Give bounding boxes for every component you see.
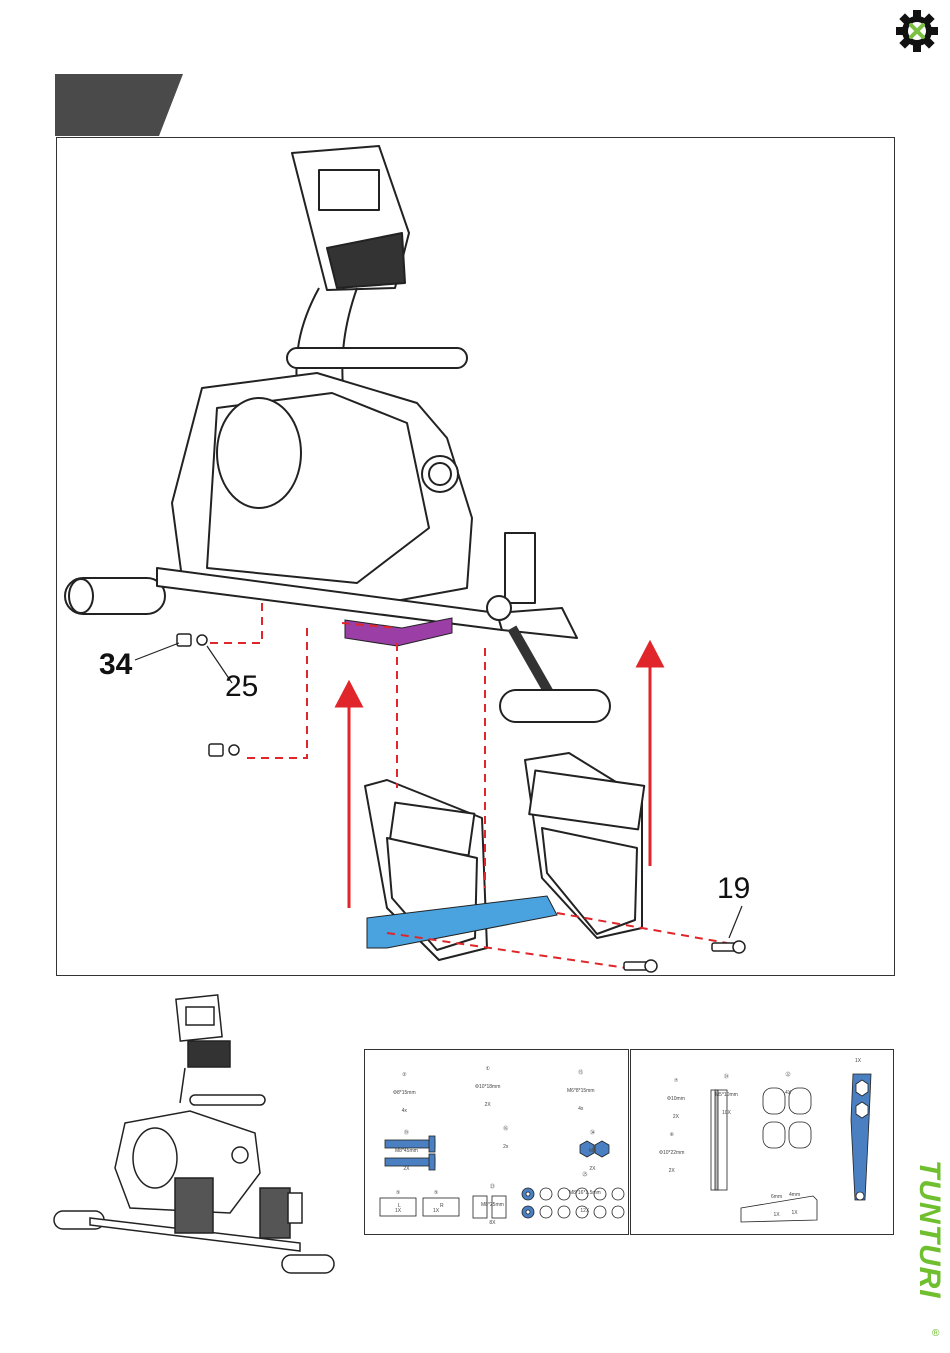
callout-34: 34 xyxy=(99,648,133,681)
hw-item-num: ㉓ xyxy=(489,1184,495,1190)
rear-stabilizer xyxy=(499,689,611,723)
hw-item-qty: 1X xyxy=(433,1208,440,1214)
assembled-rower-thumbnail xyxy=(53,994,335,1274)
hardware-box-left: ② Φ8*15mm 4x ① Φ10*18mm 2X ⑮ M6*8*15mm 4… xyxy=(364,1049,629,1235)
hw-item-size: Φ10*22mm xyxy=(659,1150,685,1156)
hw-item-size: M8*25mm xyxy=(481,1202,504,1208)
hw-item-num: ⑲ xyxy=(403,1130,409,1136)
hw-item-num: ⑦ xyxy=(673,1078,679,1084)
hw-item-qty: 4x xyxy=(401,1108,407,1114)
hw-item-size: Φ10mm xyxy=(667,1096,685,1102)
hw-item-num: ㉒ xyxy=(785,1072,791,1078)
hw-item-qty: 2X xyxy=(484,1102,491,1108)
hw-item-num: ⑥ xyxy=(669,1132,674,1138)
hw-item-qty: 8X xyxy=(489,1220,496,1226)
hw-item-num: ⑤ xyxy=(395,1190,401,1196)
hw-item-size: M8*45mm xyxy=(395,1148,418,1154)
brand-logo: TUNTURI ® xyxy=(910,1160,950,1350)
callout-25: 25 xyxy=(225,670,259,703)
callout-19: 19 xyxy=(717,872,751,905)
hw-item-qty: 1X xyxy=(773,1212,780,1218)
hw-item-label: L xyxy=(398,1203,401,1209)
hw-item-num: ⑤ xyxy=(433,1190,439,1196)
hw-item-qty: 2X xyxy=(403,1166,410,1172)
brand-name: TUNTURI xyxy=(913,1160,946,1299)
hardware-left-drawing xyxy=(379,1135,625,1219)
hw-item-qty: 1X xyxy=(855,1058,862,1064)
hw-item-num: ㉞ xyxy=(589,1130,595,1136)
flywheel-cover xyxy=(216,397,302,509)
registered-mark: ® xyxy=(932,1328,940,1339)
rower-assembly-drawing xyxy=(64,145,746,973)
hw-item-qty: 4X xyxy=(785,1090,792,1096)
hw-item-qty: 12X xyxy=(580,1208,590,1214)
hardware-box-right: ⑦ Φ10mm 2X ⑥ Φ10*22mm 2X ㉔ M5*10mm 10X ㉒… xyxy=(630,1049,894,1235)
hw-item-qty: 2X xyxy=(668,1168,675,1174)
gear-wrench-icon xyxy=(896,10,938,52)
hw-item-num: ㉕ xyxy=(582,1172,588,1178)
hw-item-qty: 2X xyxy=(589,1166,596,1172)
handlebar xyxy=(286,347,468,369)
hardware-right-drawing xyxy=(710,1073,872,1223)
hw-item-size: M6*8*15mm xyxy=(567,1088,595,1094)
purple-bracket xyxy=(344,617,453,647)
hw-item-qty: 1X xyxy=(395,1208,402,1214)
hw-item-qty: 2X xyxy=(672,1114,679,1120)
hw-item-num: ② xyxy=(402,1072,407,1078)
hw-item-qty: 1X xyxy=(791,1210,798,1216)
hw-item-qty: 4x xyxy=(578,1106,584,1112)
hw-item-size: Φ10*18mm xyxy=(475,1084,501,1090)
hw-item-size: M5*10mm xyxy=(715,1092,738,1098)
hw-item-num: ① xyxy=(485,1066,490,1072)
hw-item-size: Φ8*15mm xyxy=(393,1090,416,1096)
hw-item-num: ⑯ xyxy=(503,1126,509,1132)
hw-item-size: M8*16*1.5mm xyxy=(569,1190,601,1196)
blue-crossbar xyxy=(366,895,558,949)
hw-item-label: R xyxy=(440,1203,444,1209)
hw-item-num: ㉔ xyxy=(723,1074,729,1080)
hw-item-size: 6mm xyxy=(771,1194,783,1200)
hw-item-qty: 10X xyxy=(721,1110,731,1116)
hw-item-size: 4mm xyxy=(789,1192,801,1198)
hw-item-qty: 2x xyxy=(503,1144,509,1150)
step-tab xyxy=(55,74,183,136)
footrest-right xyxy=(524,752,646,939)
hw-item-num: ⑮ xyxy=(578,1070,584,1076)
assembly-diagram-panel: 34 25 19 xyxy=(56,137,895,976)
hw-item-size: M8 xyxy=(589,1148,596,1154)
